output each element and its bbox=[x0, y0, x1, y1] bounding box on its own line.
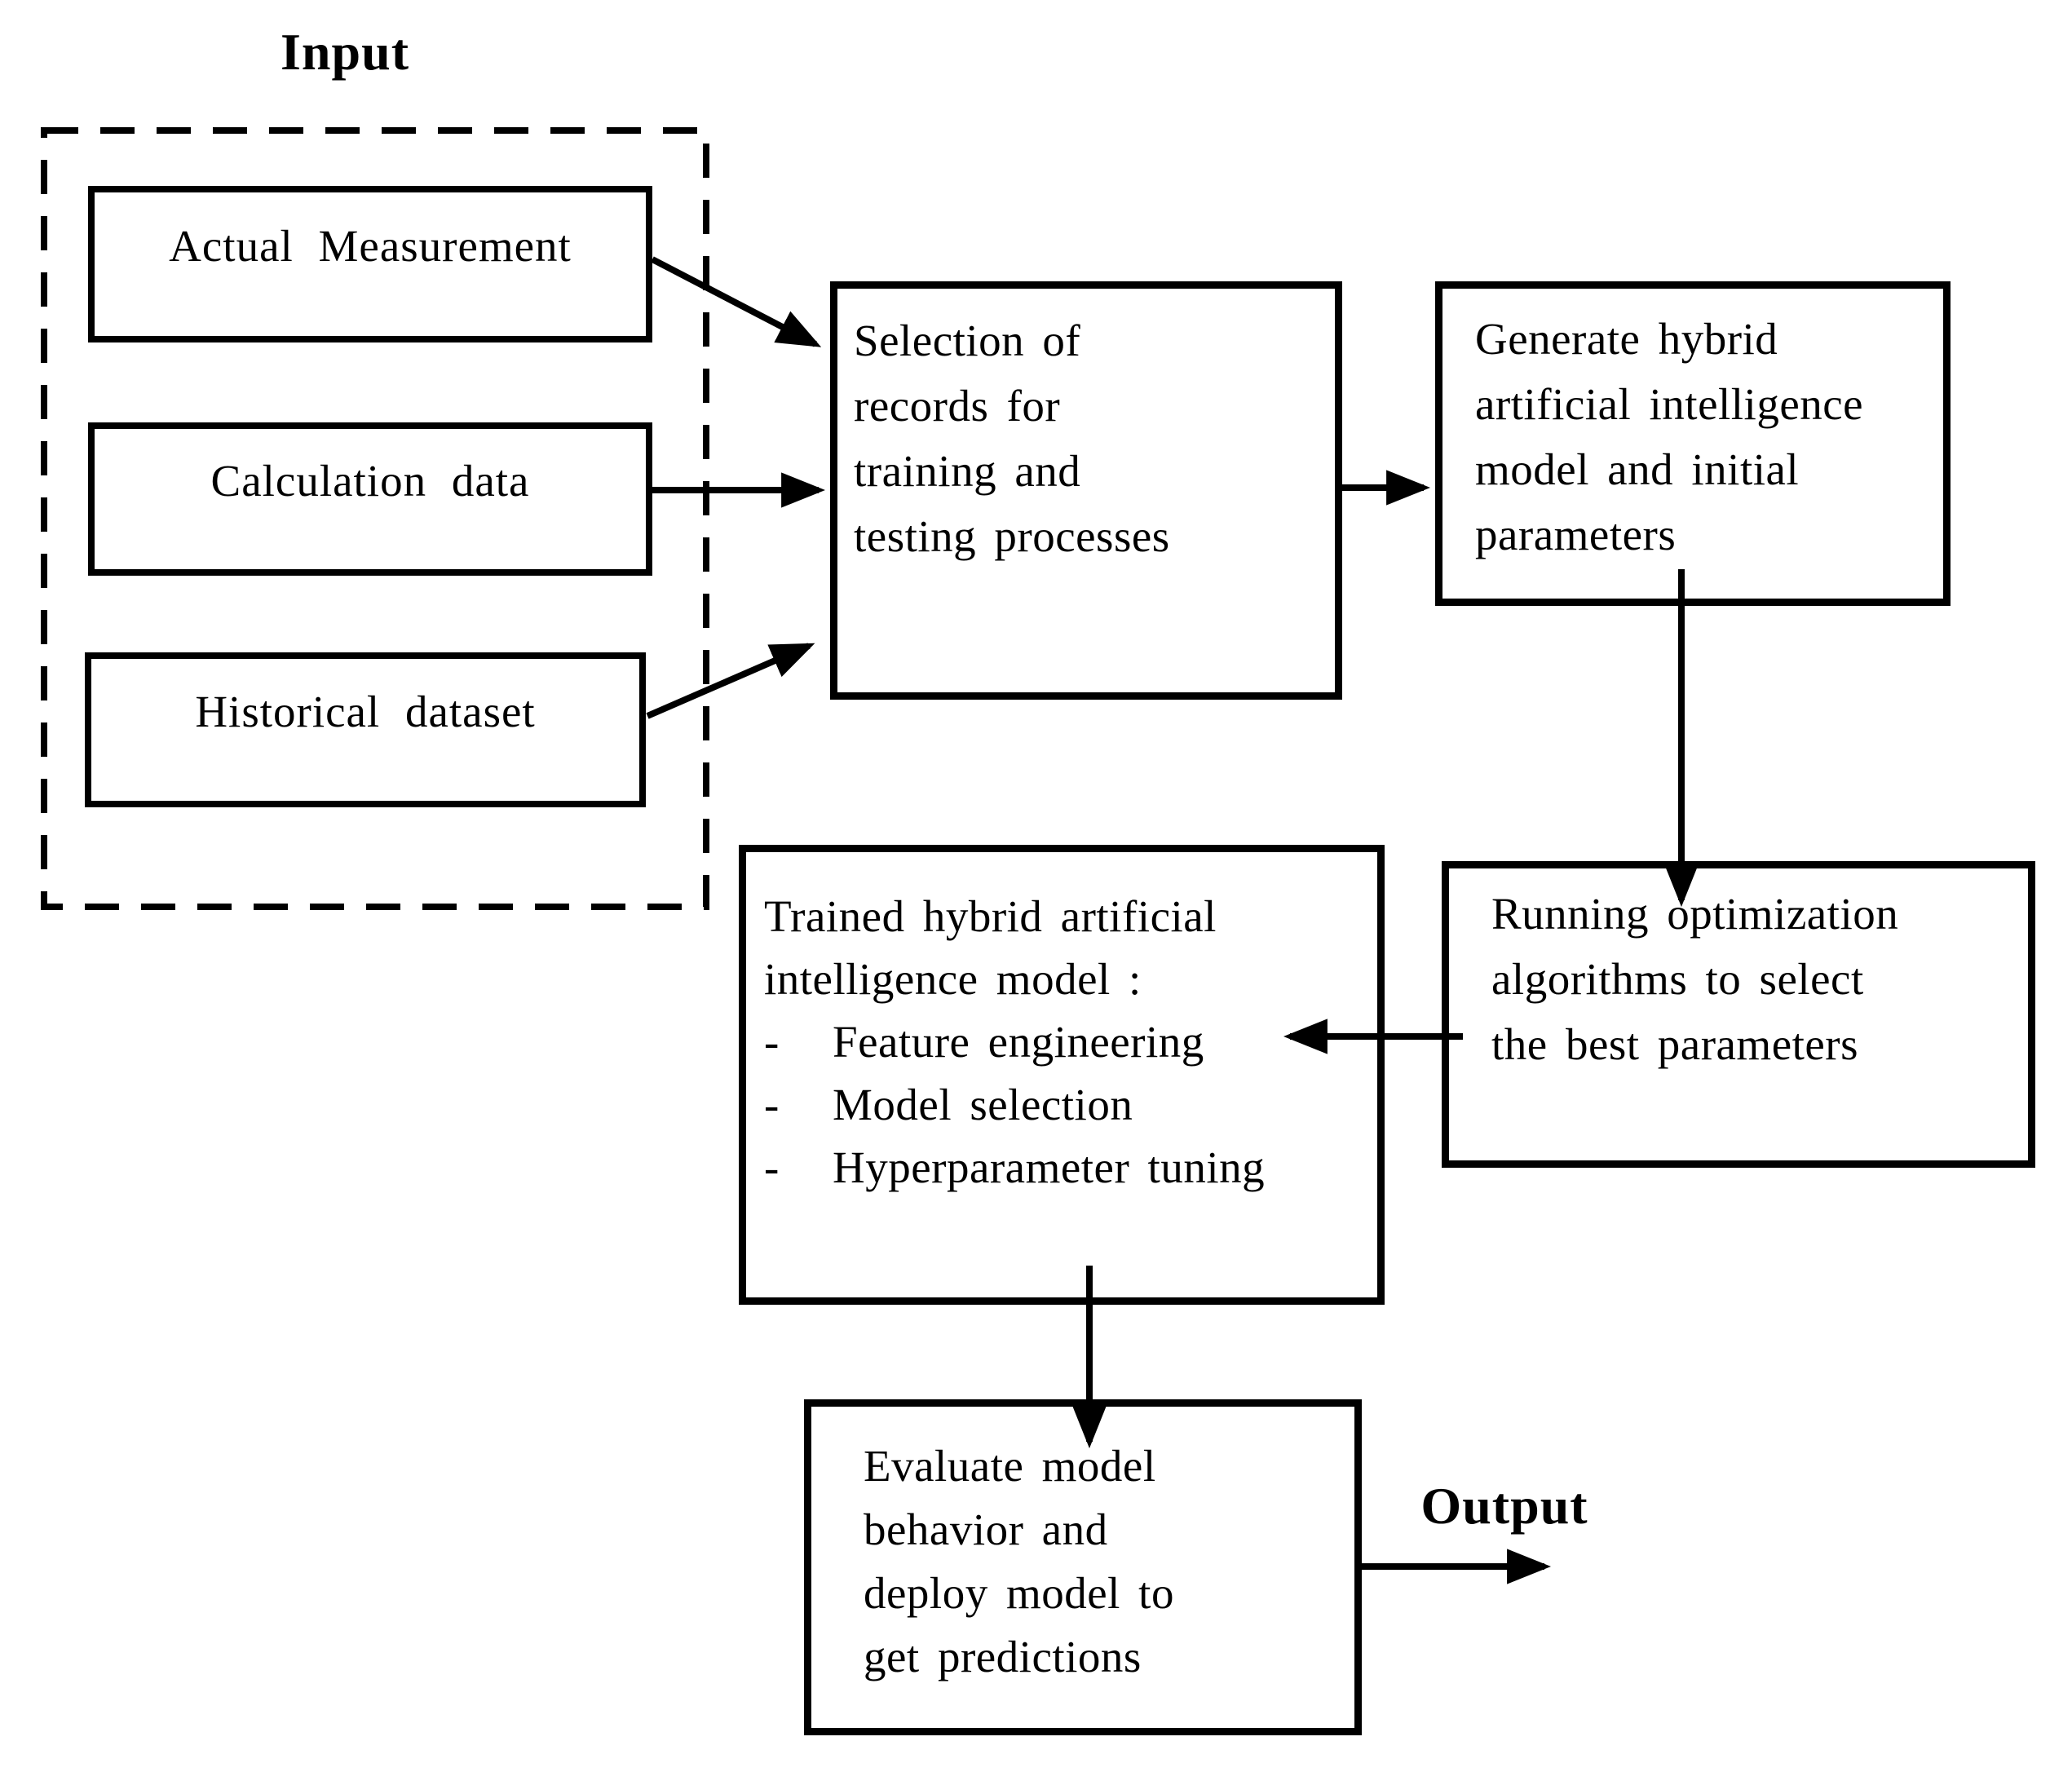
node-running-line: Running optimization bbox=[1491, 889, 1899, 939]
node-selection-line: testing processes bbox=[854, 511, 1170, 561]
node-running-optimization: Running optimization algorithms to selec… bbox=[1442, 861, 2035, 1168]
bullet-label: Feature engineering bbox=[833, 1017, 1204, 1067]
node-actual-measurement: Actual Measurement bbox=[88, 186, 652, 342]
node-calculation-data: Calculation data bbox=[88, 422, 652, 576]
output-label: Output bbox=[1420, 1477, 1588, 1535]
trained-bullet-hyperparameter-tuning: - Hyperparameter tuning bbox=[764, 1136, 1377, 1199]
node-selection-of-records: Selection of records for training and te… bbox=[830, 281, 1342, 700]
bullet-label: Hyperparameter tuning bbox=[833, 1142, 1266, 1192]
node-selection-line: records for bbox=[854, 381, 1061, 431]
node-evaluate-line: deploy model to bbox=[864, 1568, 1174, 1618]
node-historical-dataset-label: Historical dataset bbox=[195, 687, 536, 736]
node-calculation-data-label: Calculation data bbox=[210, 456, 530, 506]
bullet-dash: - bbox=[764, 1017, 780, 1067]
node-actual-measurement-label: Actual Measurement bbox=[169, 221, 572, 271]
node-evaluate-deploy: Evaluate model behavior and deploy model… bbox=[804, 1399, 1362, 1735]
node-generate-line: parameters bbox=[1475, 510, 1677, 559]
node-generate-line: Generate hybrid bbox=[1475, 314, 1778, 364]
node-running-line: algorithms to select bbox=[1491, 954, 1864, 1004]
node-generate-line: model and initial bbox=[1475, 444, 1800, 494]
bullet-dash: - bbox=[764, 1142, 780, 1192]
node-evaluate-line: get predictions bbox=[864, 1632, 1142, 1681]
node-selection-line: Selection of bbox=[854, 316, 1081, 365]
bullet-label: Model selection bbox=[833, 1080, 1133, 1129]
node-trained-model: Trained hybrid artificial intelligence m… bbox=[739, 845, 1385, 1305]
node-evaluate-line: Evaluate model bbox=[864, 1441, 1156, 1491]
input-group-label: Input bbox=[281, 23, 409, 81]
node-running-line: the best parameters bbox=[1491, 1019, 1859, 1069]
trained-bullet-feature-engineering: - Feature engineering bbox=[764, 1010, 1377, 1073]
arrow-actual-to-selection bbox=[651, 256, 822, 347]
node-trained-title-line: intelligence model : bbox=[764, 954, 1142, 1004]
node-generate-line: artificial intelligence bbox=[1475, 379, 1864, 429]
trained-bullet-model-selection: - Model selection bbox=[764, 1073, 1377, 1136]
node-historical-dataset: Historical dataset bbox=[85, 652, 646, 807]
arrow-historical-to-selection bbox=[646, 643, 815, 719]
node-evaluate-line: behavior and bbox=[864, 1505, 1108, 1554]
bullet-dash: - bbox=[764, 1080, 780, 1129]
node-generate-model: Generate hybrid artificial intelligence … bbox=[1435, 281, 1951, 606]
node-trained-title-line: Trained hybrid artificial bbox=[764, 891, 1217, 941]
node-selection-line: training and bbox=[854, 446, 1081, 496]
